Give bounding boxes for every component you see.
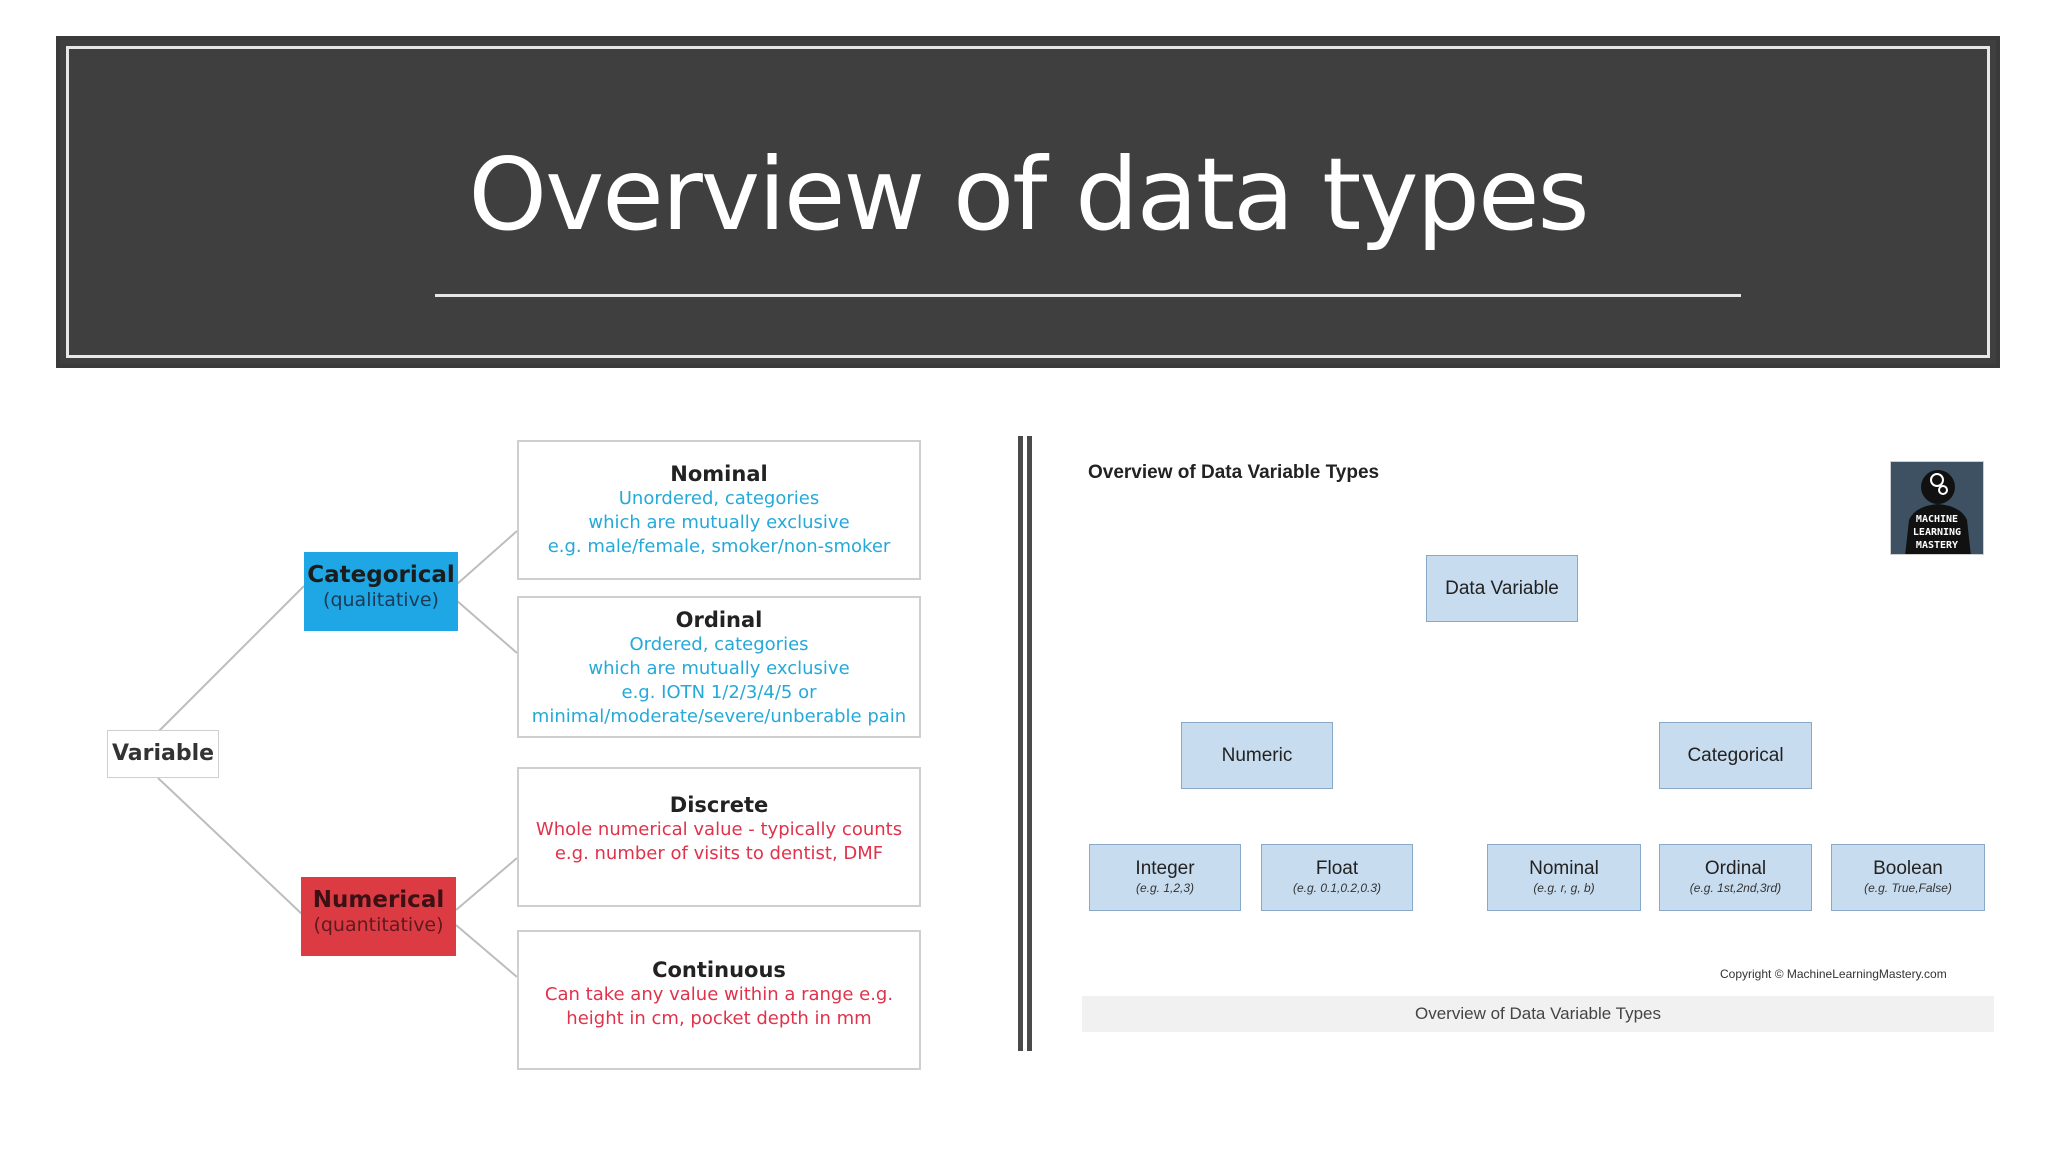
numerical-label: Numerical [312, 887, 445, 913]
data-variable-node: Data Variable [1426, 555, 1578, 622]
integer-label: Integer [1135, 858, 1195, 879]
categorical-sub: (qualitative) [323, 589, 439, 611]
ordinal-tree-label: Ordinal [1704, 858, 1767, 879]
nominal-line-2: which are mutually exclusive [588, 512, 850, 533]
categorical-tree-node: Categorical [1659, 722, 1812, 789]
ordinal-line-3: e.g. IOTN 1/2/3/4/5 or [621, 682, 817, 703]
ordinal-tree-example: (e.g. 1st,2nd,3rd) [1689, 881, 1782, 895]
continuous-box: Continuous Can take any value within a r… [517, 930, 921, 1070]
nominal-box: Nominal Unordered, categories which are … [517, 440, 921, 580]
float-label: Float [1315, 858, 1359, 879]
ordinal-tree-node: Ordinal (e.g. 1st,2nd,3rd) [1659, 844, 1812, 911]
discrete-box: Discrete Whole numerical value - typical… [517, 767, 921, 907]
right-diagram-caption: Overview of Data Variable Types [1082, 996, 1994, 1032]
logo-text-2: LEARNING [1912, 527, 1962, 538]
discrete-title: Discrete [669, 793, 769, 817]
page-title: Overview of data types [468, 136, 1589, 253]
nominal-tree-node: Nominal (e.g. r, g, b) [1487, 844, 1641, 911]
ordinal-box: Ordinal Ordered, categories which are mu… [517, 596, 921, 738]
numerical-sub: (quantitative) [313, 914, 444, 936]
data-variable-label: Data Variable [1445, 578, 1559, 599]
float-example: (e.g. 0.1,0.2,0.3) [1292, 881, 1382, 895]
ordinal-title: Ordinal [675, 608, 763, 632]
nominal-line-1: Unordered, categories [618, 488, 820, 509]
nominal-tree-example: (e.g. r, g, b) [1533, 881, 1595, 895]
discrete-line-1: Whole numerical value - typically counts [535, 819, 903, 840]
logo-text-3: MASTERY [1915, 540, 1959, 551]
right-diagram-title: Overview of Data Variable Types [1088, 462, 1380, 483]
ordinal-line-2: which are mutually exclusive [588, 658, 850, 679]
float-node: Float (e.g. 0.1,0.2,0.3) [1261, 844, 1413, 911]
categorical-node: Categorical (qualitative) [304, 552, 458, 631]
continuous-line-1: Can take any value within a range e.g. [544, 984, 894, 1005]
discrete-line-2: e.g. number of visits to dentist, DMF [554, 843, 884, 864]
numerical-node: Numerical (quantitative) [301, 877, 456, 956]
machine-learning-mastery-logo: MACHINE LEARNING MASTERY [1890, 461, 1984, 555]
continuous-line-2: height in cm, pocket depth in mm [566, 1008, 872, 1029]
integer-example: (e.g. 1,2,3) [1135, 881, 1195, 895]
copyright-text: Copyright © MachineLearningMastery.com [1720, 967, 1947, 981]
boolean-node: Boolean (e.g. True,False) [1831, 844, 1985, 911]
ordinal-line-1: Ordered, categories [629, 634, 809, 655]
integer-node: Integer (e.g. 1,2,3) [1089, 844, 1241, 911]
banner-inner-border [66, 46, 1990, 358]
numeric-node: Numeric [1181, 722, 1333, 789]
boolean-label: Boolean [1873, 858, 1943, 879]
silhouette-icon [1905, 470, 1971, 554]
variable-node: Variable [107, 730, 219, 778]
panel-divider [1018, 436, 1032, 1051]
numeric-label: Numeric [1221, 745, 1293, 766]
nominal-title: Nominal [670, 462, 768, 486]
logo-text-1: MACHINE [1915, 514, 1959, 525]
title-underline [435, 294, 1741, 297]
ordinal-line-4: minimal/moderate/severe/unberable pain [531, 706, 907, 727]
nominal-line-3: e.g. male/female, smoker/non-smoker [547, 536, 891, 557]
boolean-example: (e.g. True,False) [1864, 881, 1952, 895]
categorical-label: Categorical [307, 562, 455, 588]
nominal-tree-label: Nominal [1529, 858, 1599, 879]
title-banner: Overview of data types [56, 36, 2000, 368]
continuous-title: Continuous [652, 958, 786, 982]
categorical-tree-label: Categorical [1687, 745, 1784, 766]
